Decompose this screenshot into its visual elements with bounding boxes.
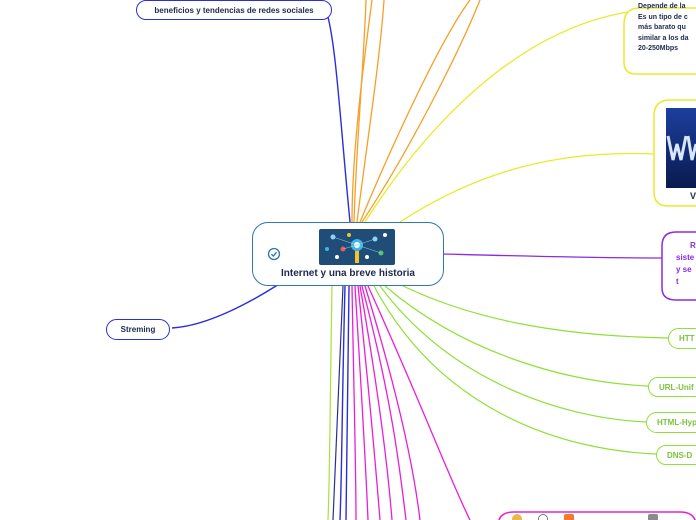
app-icon [648,514,658,520]
topic-benefits[interactable]: beneficios y tendencias de redes sociale… [136,0,332,20]
topic-html-label: HTML-Hyp [657,418,696,427]
topic-dns[interactable]: DNS-D [656,445,696,465]
purple-card-line: siste [676,252,696,264]
topic-url-label: URL-Unif [659,383,694,392]
cable-card-line: más barato qu [638,23,689,34]
topic-streming-label: Streming [121,325,156,334]
connector-orange-3 [357,0,384,222]
network-people-illustration [319,229,395,265]
blogger-icon [564,514,574,520]
search-icon [538,514,548,520]
connector-magenta-7 [368,286,470,520]
central-topic-title: Internet y una breve historia [253,268,443,279]
cable-card-line: Es un tipo de c [638,13,689,24]
connector-orange-2 [354,0,366,222]
connector-url [385,286,648,386]
bottom-card-icons [508,514,688,520]
topic-dns-label: DNS-D [667,451,692,460]
topic-benefits-label: beneficios y tendencias de redes sociale… [154,6,313,15]
connector-blue-down-1 [340,286,345,520]
topic-url[interactable]: URL-Unif [648,377,696,397]
cable-card-line: Depende de la [638,2,689,13]
purple-card-line: R [676,240,696,252]
connector-yellow-cable [365,12,628,222]
connector-benefits [326,10,350,222]
cable-card-text: Depende de la Es un tipo de c más barato… [638,2,689,55]
connector-lime-down [328,286,332,520]
connector-purple [444,254,664,258]
connector-dns [374,286,656,454]
connector-magenta-3 [358,286,380,520]
topic-streming[interactable]: Streming [106,319,170,340]
topic-html[interactable]: HTML-Hyp [646,412,696,433]
purple-card-line: y se t [676,264,696,288]
connector-yellow-web [400,154,654,222]
connector-html [380,286,646,422]
connector-http [395,282,668,338]
connector-orange-5 [362,0,480,222]
connector-magenta-6 [365,286,420,520]
web-card-label: V [690,191,696,201]
topic-http[interactable]: HTT [668,328,696,349]
browser-icon [512,514,522,520]
connector-blue-down-2 [346,286,349,520]
cable-card-line: similar a los da [638,34,689,45]
purple-card-text: R siste y se t [676,240,696,288]
connector-magenta-1 [352,286,356,520]
check-circle-icon [267,247,281,261]
central-topic-node[interactable]: Internet y una breve historia [252,222,444,286]
cable-card-line: 20-250Mbps [638,44,689,55]
topic-http-label: HTT [679,334,695,343]
web-card-image [666,108,696,188]
